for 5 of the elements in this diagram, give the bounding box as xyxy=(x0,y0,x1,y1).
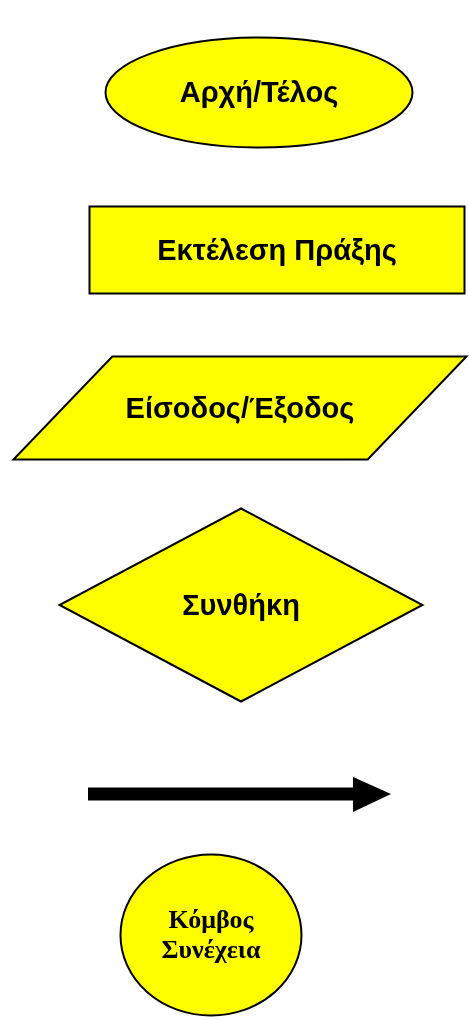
symbol-label: Αρχή/Τέλος xyxy=(179,76,339,109)
symbol-label: Συνθήκη xyxy=(182,588,300,622)
symbol-label: Είσοδος/Έξοδος xyxy=(125,391,355,425)
symbol-label: Κόμβος Συνέχεια xyxy=(160,905,262,965)
symbol-label: Εκτέλεση Πράξης xyxy=(157,233,397,267)
